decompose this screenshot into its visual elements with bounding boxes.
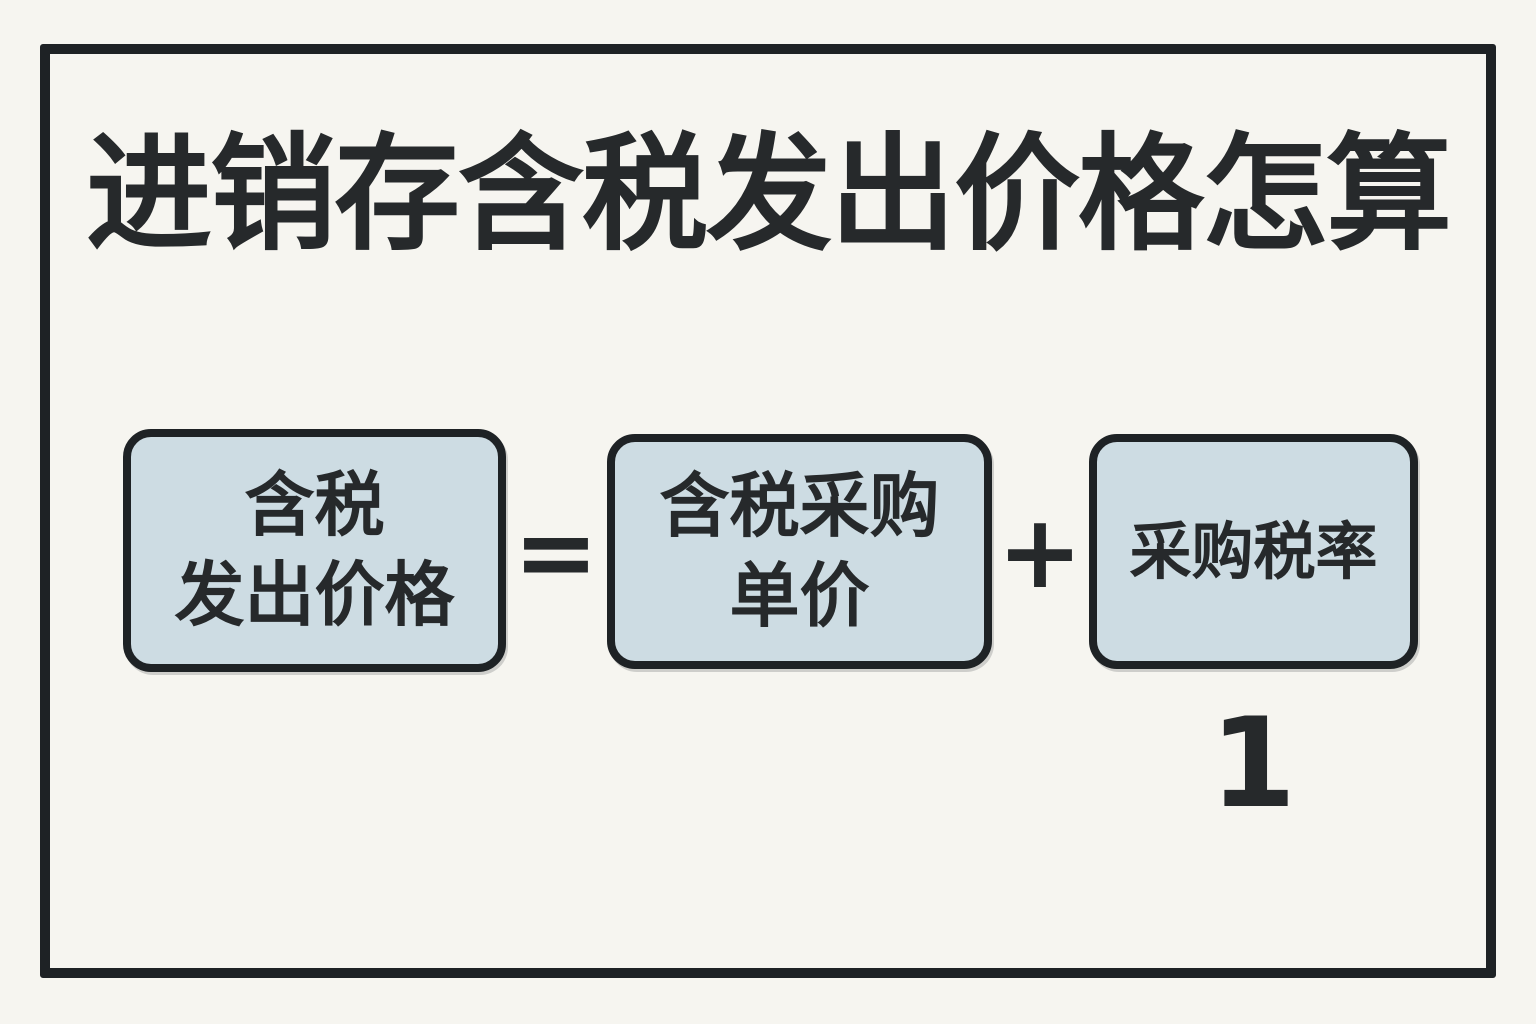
formula-box-purchase-tax-rate: 采购税率: [1089, 434, 1418, 669]
page-title: 进销存含税发出价格怎算: [86, 121, 1452, 268]
purchase-tax-rate-label: 采购税率: [1129, 514, 1378, 588]
result-label-line1: 含税: [244, 463, 385, 546]
result-label-line2: 发出价格: [174, 553, 455, 636]
purchase-unit-price-line1: 含税采购: [659, 464, 940, 547]
formula-box-result: 含税 发出价格: [123, 429, 506, 672]
denominator-one: 1: [1209, 692, 1297, 836]
purchase-unit-price-line2: 单价: [729, 554, 870, 637]
formula-box-purchase-unit-price: 含税采购 单价: [607, 434, 992, 669]
equals-sign: =: [513, 492, 599, 612]
outer-frame: [40, 44, 1496, 978]
plus-sign: +: [997, 492, 1083, 612]
